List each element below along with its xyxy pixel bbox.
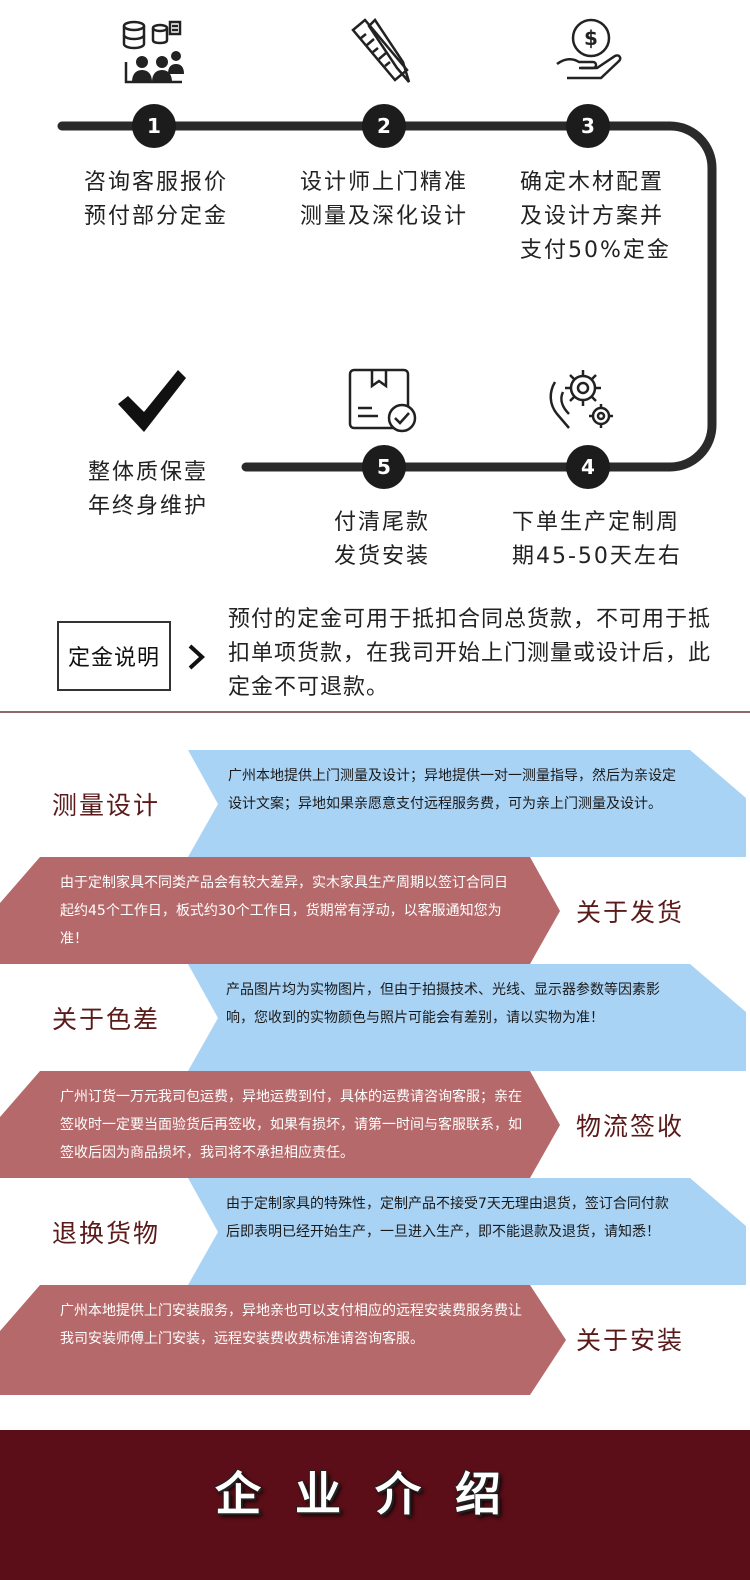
database-people-icon	[122, 20, 184, 84]
step-4-line1: 下单生产定制周	[512, 510, 681, 535]
policy-text: 广州订货一万元我司包运费，异地运费到付，具体的运费请咨询客服；亲在签收时一定要当…	[60, 1089, 522, 1161]
company-intro-title: 企业介绍	[215, 1467, 535, 1521]
band-shape	[188, 750, 746, 857]
step-3-text: 确定木材配置 及设计方案并 支付50%定金	[520, 166, 671, 268]
policy-band-returns: 退换货物 由于定制家具的特殊性，定制产品不接受7天无理由退货，签订合同付款后即表…	[0, 1178, 750, 1285]
policy-band-shipping: 由于定制家具不同类产品会有较大差异，实木家具生产周期以签订合同日起约45个工作日…	[0, 857, 750, 964]
step-2-line1: 设计师上门精准	[300, 170, 469, 195]
step-6-text: 整体质保壹 年终身维护	[88, 456, 208, 524]
policy-text: 由于定制家具不同类产品会有较大差异，实木家具生产周期以签订合同日起约45个工作日…	[60, 875, 508, 947]
process-track	[57, 121, 717, 472]
band-shape	[188, 1178, 746, 1285]
step-4-text: 下单生产定制周 期45-50天左右	[512, 506, 682, 574]
policy-text: 广州本地提供上门测量及设计；异地提供一对一测量指导，然后为亲设定设计文案；异地如…	[228, 768, 676, 812]
band-shape	[0, 857, 560, 964]
svg-text:$: $	[584, 26, 598, 50]
section-divider	[0, 711, 750, 713]
company-intro-banner: 企业介绍	[0, 1430, 750, 1580]
policy-band-measure: 测量设计 广州本地提供上门测量及设计；异地提供一对一测量指导，然后为亲设定设计文…	[0, 750, 750, 857]
policy-title: 关于发货	[576, 898, 685, 927]
step-number-1: 1	[132, 104, 176, 148]
step-2-text: 设计师上门精准 测量及深化设计	[300, 166, 468, 234]
step-number-4: 4	[566, 445, 610, 489]
step-number-3: 3	[566, 104, 610, 148]
step-1-text: 咨询客服报价 预付部分定金	[84, 166, 228, 234]
band-shape	[0, 1071, 560, 1178]
step-6-line2: 年终身维护	[88, 494, 209, 519]
step-1-line2: 预付部分定金	[84, 204, 229, 229]
deposit-text: 预付的定金可用于抵扣合同总货款，不可用于抵扣单项货款，在我司开始上门测量或设计后…	[228, 607, 712, 700]
step-3-line3: 支付50%定金	[520, 238, 671, 263]
step-5-line2: 发货安装	[334, 544, 431, 569]
step-number-2: 2	[362, 104, 406, 148]
band-shape	[0, 1285, 566, 1395]
band-shape	[188, 964, 746, 1071]
step-4-line2: 期45-50天左右	[512, 544, 682, 569]
policy-title: 关于色差	[52, 1005, 161, 1034]
policy-title: 退换货物	[52, 1219, 161, 1248]
step-5-text: 付清尾款 发货安装	[334, 506, 430, 574]
step-2-line2: 测量及深化设计	[300, 204, 469, 229]
chevron-right-icon	[186, 642, 208, 676]
policy-title: 测量设计	[52, 791, 161, 820]
step-1-line1: 咨询客服报价	[84, 170, 229, 195]
step-3-line2: 及设计方案并	[520, 204, 665, 229]
policy-title: 物流签收	[576, 1112, 685, 1141]
policy-band-color: 关于色差 产品图片均为实物图片，但由于拍摄技术、光线、显示器参数等因素影响，您收…	[0, 964, 750, 1071]
step-5-line1: 付清尾款	[334, 510, 431, 535]
dollar-hand-icon: $	[556, 18, 622, 80]
policy-band-logistics: 广州订货一万元我司包运费，异地运费到付，具体的运费请咨询客服；亲在签收时一定要当…	[0, 1071, 750, 1178]
checkmark-icon	[118, 370, 186, 432]
step-6-line1: 整体质保壹	[88, 460, 209, 485]
process-flow: $ 1 2 3 4 5 咨询客服报价 预付部分定金 设计师上门精准 测	[0, 0, 750, 600]
policy-text: 由于定制家具的特殊性，定制产品不接受7天无理由退货，签订合同付款后即表明已经开始…	[226, 1196, 669, 1240]
step-3-line1: 确定木材配置	[520, 170, 665, 195]
step-number-5: 5	[362, 445, 406, 489]
policy-title: 关于安装	[576, 1326, 685, 1355]
gears-hand-icon	[549, 370, 613, 429]
policy-text: 广州本地提供上门安装服务，异地亲也可以支付相应的远程安装费服务费让我司安装师傅上…	[60, 1303, 522, 1347]
ruler-pencil-icon	[351, 18, 411, 83]
policy-band-installation: 广州本地提供上门安装服务，异地亲也可以支付相应的远程安装费服务费让我司安装师傅上…	[0, 1285, 750, 1395]
deposit-label: 定金说明	[57, 621, 171, 691]
box-check-icon	[348, 368, 417, 433]
policy-text: 产品图片均为实物图片，但由于拍摄技术、光线、显示器参数等因素影响，您收到的实物颜…	[226, 982, 660, 1026]
